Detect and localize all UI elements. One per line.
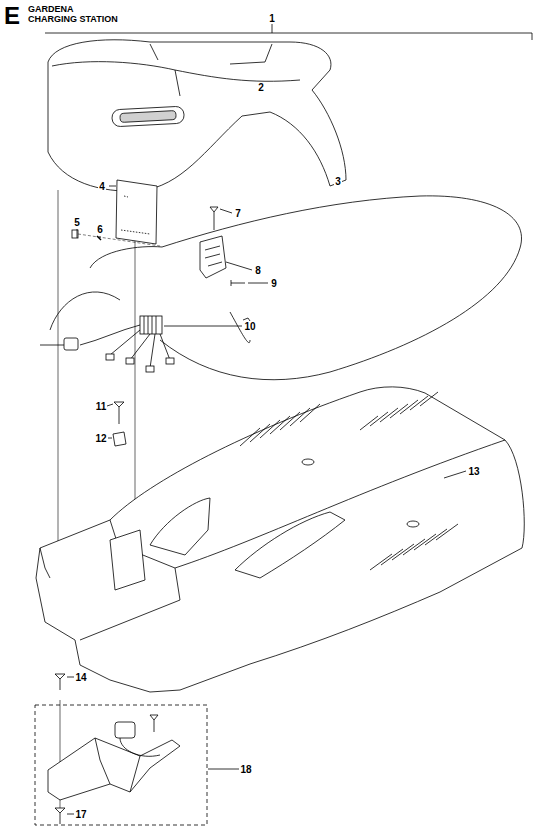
- screw: [55, 808, 65, 824]
- vent-slot: [360, 416, 378, 430]
- leader-line: [164, 326, 242, 327]
- callout-number: 6: [96, 224, 104, 235]
- board-contacts: [121, 196, 150, 234]
- callout-number: 9: [270, 278, 278, 289]
- leader-line: [107, 438, 112, 439]
- wire-lug: [126, 358, 134, 364]
- base-plate: [36, 387, 524, 692]
- screw: [114, 402, 124, 424]
- leader-line: [226, 262, 252, 270]
- wire-harness: [40, 325, 170, 368]
- vent-slot: [370, 554, 392, 570]
- vent-slots: [240, 392, 458, 570]
- vent-slot: [290, 408, 310, 426]
- callout-number: 8: [254, 265, 262, 276]
- vent-slot: [410, 396, 428, 410]
- callout-number: 18: [239, 764, 252, 775]
- screw: [150, 715, 158, 732]
- charging-plate-recess: [150, 498, 210, 555]
- logo-inlay: [120, 111, 176, 123]
- switch: [115, 722, 135, 738]
- wire-lug: [146, 366, 154, 372]
- vent-slot: [403, 539, 425, 555]
- callout-number: 13: [467, 466, 480, 477]
- screw: [231, 280, 245, 286]
- callout-number: 3: [334, 176, 342, 187]
- section-letter: E: [4, 4, 20, 28]
- contact-bracket-kit: [48, 738, 180, 800]
- vent-slot: [392, 544, 414, 560]
- base-edge: [40, 440, 505, 640]
- screw: [55, 674, 65, 690]
- clip: [113, 432, 126, 446]
- vent-slot: [420, 392, 438, 406]
- callout-number: 4: [98, 181, 106, 192]
- callout-number: 17: [74, 809, 87, 820]
- vent-slot: [370, 412, 388, 426]
- cable: [50, 247, 252, 343]
- vent-slot: [380, 408, 398, 422]
- vent-slot: [260, 420, 280, 438]
- kit-edge: [95, 738, 140, 792]
- vent-slot: [436, 524, 458, 540]
- vent-slot: [390, 404, 408, 418]
- screw-hole: [302, 459, 314, 465]
- plug: [64, 338, 78, 350]
- callout-number: 12: [94, 433, 107, 444]
- logo-plate: [112, 106, 185, 127]
- screw: [210, 207, 218, 230]
- boundary-wire: [160, 196, 522, 380]
- kit-frame: [35, 705, 207, 825]
- leader-line: [107, 404, 113, 406]
- vent-slot: [270, 416, 290, 434]
- vent-slot: [381, 549, 403, 565]
- cover: [48, 40, 346, 191]
- leader-line: [248, 283, 268, 284]
- vent-slot: [400, 400, 418, 414]
- callout-number: 10: [243, 321, 256, 332]
- vent-slot: [240, 428, 260, 446]
- contact-bracket: [200, 236, 226, 278]
- circuit-board: [116, 180, 157, 244]
- bracket-detail: [205, 246, 222, 266]
- terminal-block: [140, 316, 162, 334]
- callout-number: 14: [74, 672, 87, 683]
- assembly-line: [58, 190, 60, 808]
- contact-housing: [110, 530, 145, 590]
- vent-slot: [425, 529, 447, 545]
- callout-number: 5: [73, 217, 81, 228]
- callout-number: 1: [268, 13, 276, 24]
- callout-number: 2: [257, 82, 265, 93]
- wheel-guide: [235, 512, 345, 578]
- cover-edge: [52, 44, 300, 96]
- vent-slot: [300, 404, 320, 422]
- leader-line: [109, 186, 116, 187]
- leader-line: [220, 209, 232, 213]
- callout-number: 11: [95, 401, 108, 412]
- vent-slot: [250, 424, 270, 442]
- wire-lug: [106, 354, 114, 360]
- diagram-title: GARDENA CHARGING STATION: [28, 4, 122, 24]
- leader-line: [45, 24, 532, 40]
- wire-lug: [166, 358, 174, 364]
- leader-line: [208, 769, 239, 770]
- callout-number: 7: [234, 208, 242, 219]
- screw-hole: [407, 521, 419, 527]
- vent-slot: [414, 534, 436, 550]
- kit-wire: [120, 738, 160, 756]
- assembly-line: [78, 234, 160, 246]
- terminal-pins: [144, 316, 156, 334]
- leader-line: [444, 471, 466, 478]
- vent-slot: [280, 412, 300, 430]
